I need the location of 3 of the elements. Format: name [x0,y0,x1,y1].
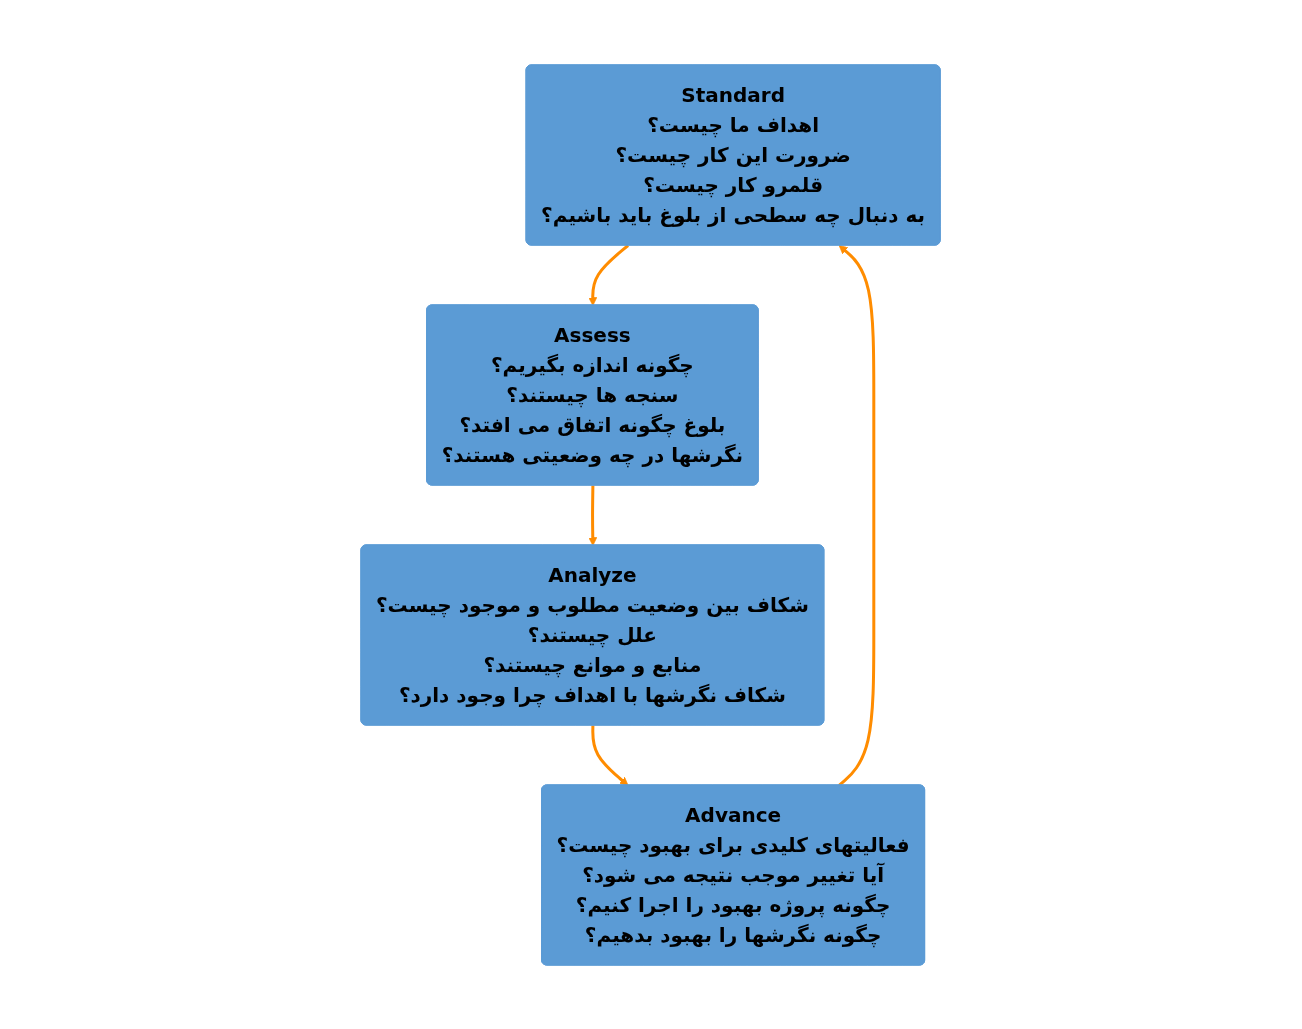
arrow [588,243,630,306]
arrow [591,724,629,786]
arrow [588,484,598,546]
